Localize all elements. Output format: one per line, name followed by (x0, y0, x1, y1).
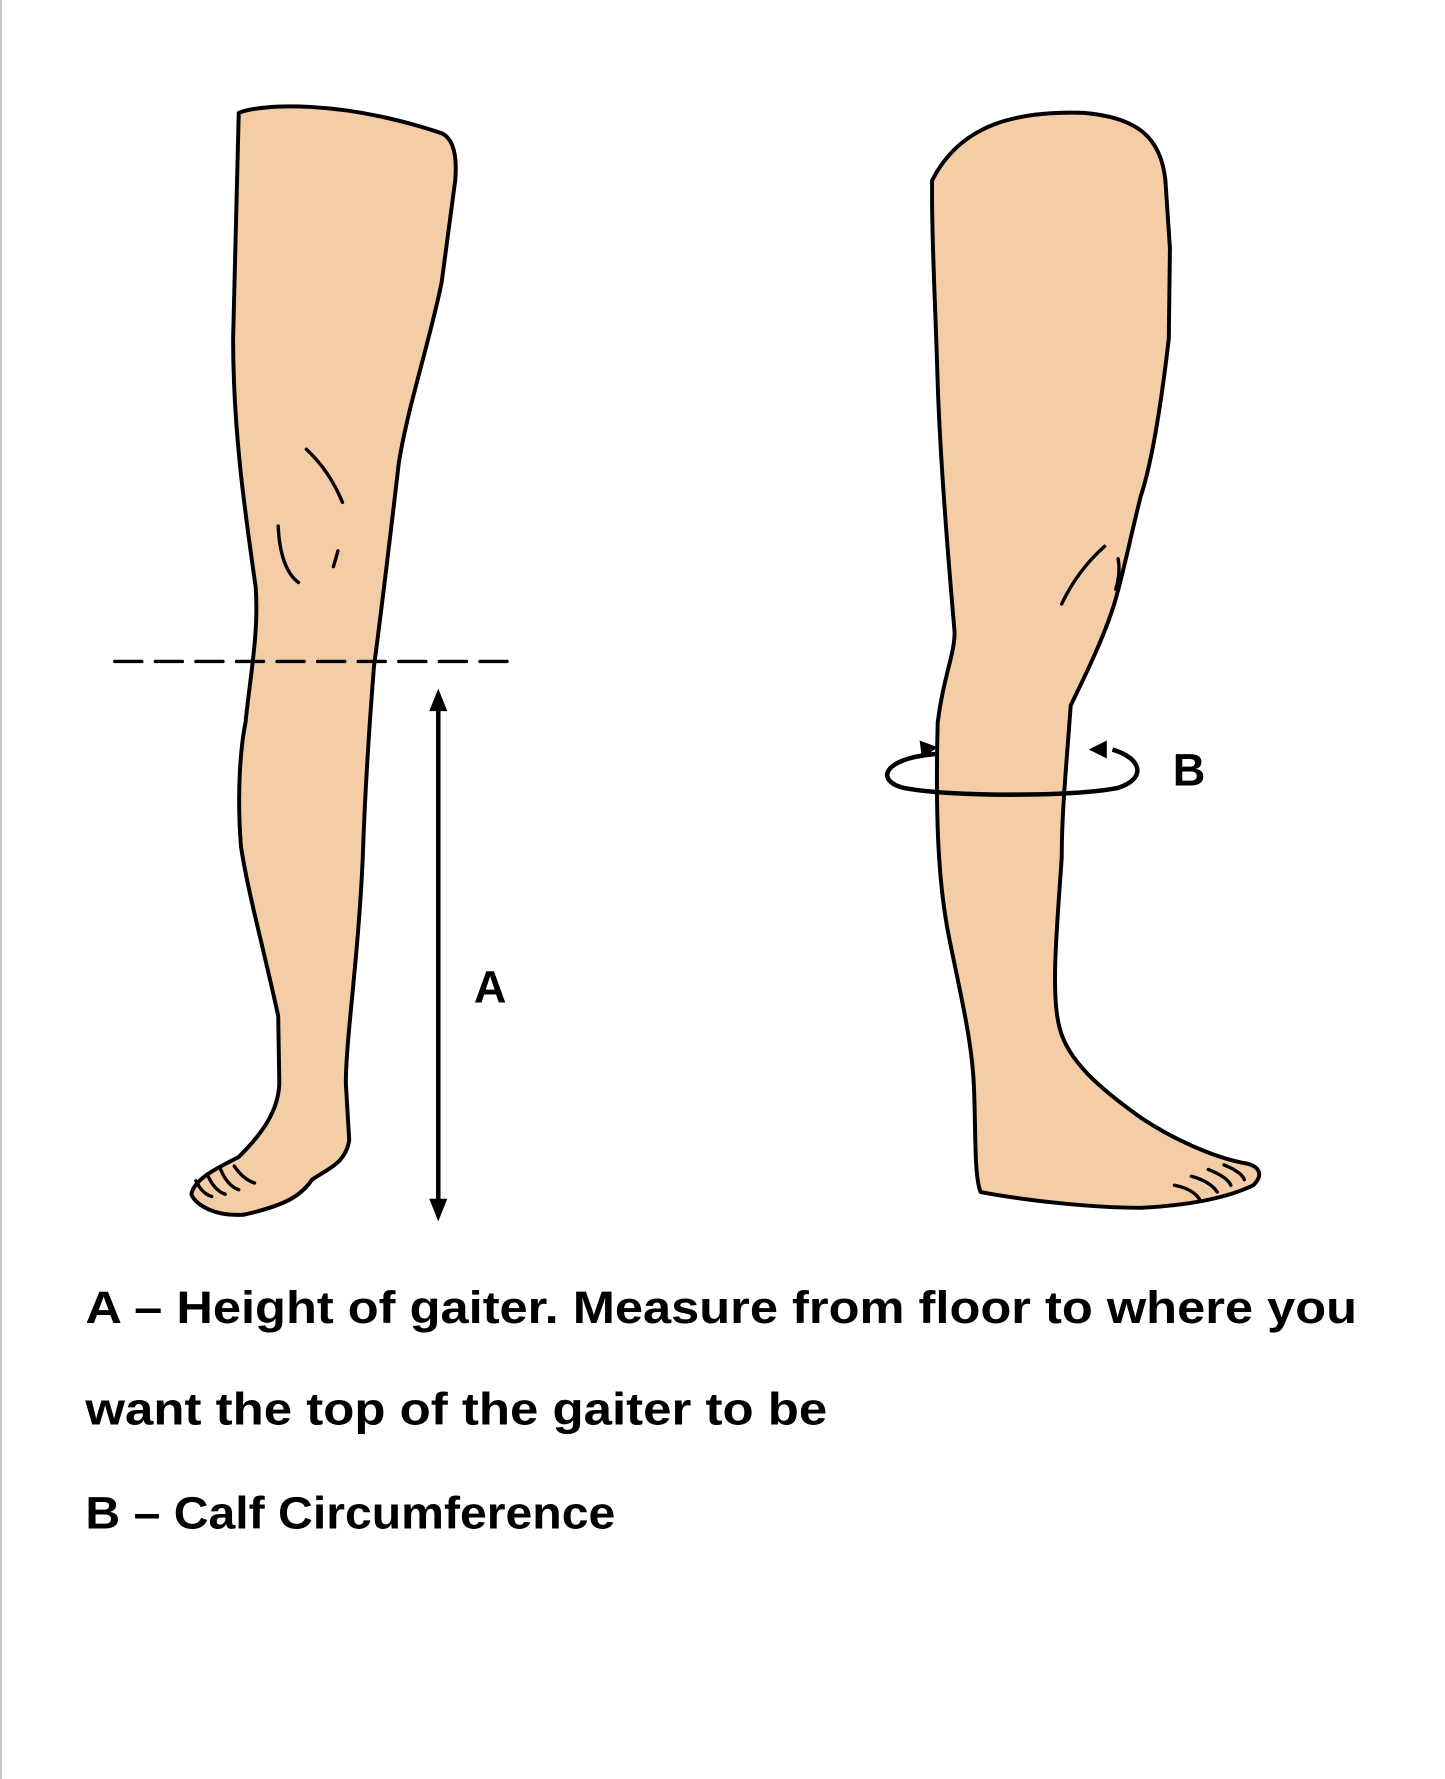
circumference-measure: B (885, 740, 1206, 797)
side-leg (930, 110, 1262, 1210)
circumference-ring (885, 747, 1140, 797)
captions: A – Height of gaiter. Measure from floor… (84, 1282, 1357, 1538)
label-b: B (1173, 745, 1206, 796)
arrow-down-icon (429, 1198, 448, 1222)
arrow-up-icon (429, 688, 448, 712)
caption-a-line2: want the top of the gaiter to be (84, 1384, 827, 1435)
caption-b: B – Calf Circumference (85, 1487, 615, 1538)
label-a: A (474, 961, 507, 1012)
arrow-right-icon (919, 740, 938, 759)
arrow-left-icon (1088, 740, 1107, 759)
caption-a-line1: A – Height of gaiter. Measure from floor… (85, 1282, 1357, 1333)
height-measure: A (113, 659, 509, 1222)
